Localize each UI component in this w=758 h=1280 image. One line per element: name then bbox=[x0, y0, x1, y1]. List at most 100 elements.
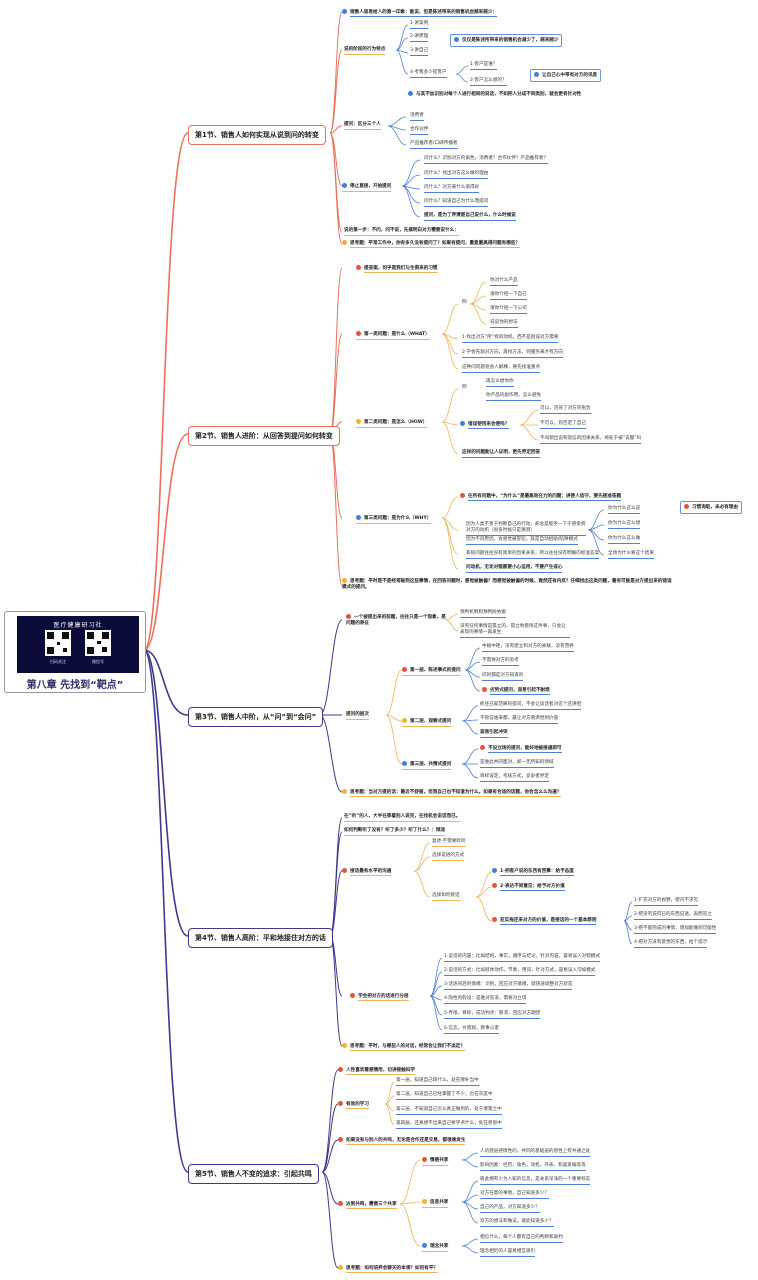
s4-topic-c[interactable]: 接话最有水平的沟通 bbox=[342, 868, 392, 876]
s2-how-example[interactable]: 例 bbox=[462, 385, 467, 390]
s5-d1[interactable]: 情感共享 bbox=[422, 1157, 449, 1166]
s2-topic-a[interactable]: 提答案，何乎是我们与生俱来的习惯 bbox=[356, 265, 438, 273]
s2-what-n2[interactable]: 2·学会先观对方向，再找方法，则服务来才有方向 bbox=[462, 350, 563, 358]
s1-b4-note[interactable]: 让自己心中带有对方的讯息 bbox=[530, 69, 602, 82]
s3-question[interactable]: 思考题：当对方提的话：最近不舒服，但我自己也不知道为什么。如果有合适的话题，你会… bbox=[342, 789, 562, 797]
s5-d2[interactable]: 信息共享 bbox=[422, 1199, 449, 1208]
s1-b4b[interactable]: 2·客户怎么想的？ bbox=[470, 78, 507, 86]
s4-d2[interactable]: 2·说话的方式：比如肢体动作，节奏，用词，针对方式，容易误入沟如模式 bbox=[444, 968, 596, 976]
s3-l1b[interactable]: 不需要对方的思考 bbox=[482, 658, 519, 666]
s4-topic-a[interactable]: 在“听”的人，大半在等着别人说完，在找机会说话而已。 bbox=[344, 814, 461, 822]
s1-e2[interactable]: 问什么？找出对方这么做的理由 bbox=[424, 171, 489, 179]
s2-question[interactable]: 思考题：平时是不是经常碰到这些事情，在回答问题时，感觉被触偏？而感觉被触偏的时候… bbox=[342, 578, 672, 590]
s5-d3b[interactable]: 理念相近的人容易相互吸引 bbox=[480, 1249, 536, 1257]
s5-d3a[interactable]: 相信什么，每个人都有自己的判断和裁判 bbox=[480, 1235, 563, 1243]
s1-e4[interactable]: 问什么？知道自己为什么而提问 bbox=[424, 199, 489, 207]
s5-d1a[interactable]: 人的底层感情性的，共同的基础层的感性上有共通之处 bbox=[480, 1149, 591, 1157]
s5-b4[interactable]: 第四层，还真想不出来自己要学点什么，处在感恩中 bbox=[396, 1121, 502, 1129]
s3-l3a[interactable]: 不设立场的提问，能好地被接通即可 bbox=[480, 745, 562, 753]
s3-l3c[interactable]: 目标设定，考核方式，竞争者界定 bbox=[480, 774, 549, 782]
s2-why-a[interactable]: 在所有问题中，“为什么”是最高效在力的问题：讲使人信守，要先接准答题 bbox=[460, 493, 622, 501]
s4-c2[interactable]: 选择说进的方式 bbox=[432, 853, 465, 861]
s5-d2c[interactable]: 自己的产品，对方知道多少？ bbox=[480, 1205, 540, 1213]
s2-why-b3[interactable]: 你为什么这么做 bbox=[608, 536, 641, 544]
s4-d5[interactable]: 5·界限，目标，成功判点：愿凛，回应对方期望 bbox=[444, 1011, 541, 1019]
s1-b2[interactable]: 2·讲原理 bbox=[410, 34, 429, 42]
s5-topic-b[interactable]: 有效的学习 bbox=[338, 1101, 369, 1109]
s5-b3[interactable]: 第三层，不知道自己怎么真正做到的，处于增量之中 bbox=[396, 1107, 502, 1115]
s4-c1[interactable]: 复述·不需要聆听 bbox=[432, 839, 466, 847]
s1-b4[interactable]: 4·考我多少提客户 bbox=[410, 70, 447, 78]
s5-d3[interactable]: 理念共享 bbox=[422, 1243, 449, 1252]
s5-topic-d[interactable]: 达到共鸣，需要三个共享 bbox=[338, 1201, 397, 1209]
s2-what[interactable]: 第一类问题：是什么（WHAT） bbox=[356, 331, 430, 340]
s2-what-n1[interactable]: 1·找出对方“所”找的动机，西不是假设对方需要 bbox=[462, 335, 559, 343]
s2-why-b4[interactable]: 全场为什么要这个结果 bbox=[608, 551, 654, 559]
s3-a1[interactable]: 预判机制和预判防依据 bbox=[460, 610, 506, 618]
s2-how-e1[interactable]: 再怎么想你你 bbox=[486, 379, 514, 387]
s2-why-d[interactable]: 系统问题往往没有简单的因果关系，所以往往没有明确的标准答案 bbox=[466, 551, 600, 559]
s4-c3b[interactable]: 2·表达不同意见：给予对方价值 bbox=[492, 883, 565, 891]
central-topic[interactable]: 医疗健康研习社 扫码关注 微信号 第八章 先找到“靶点” bbox=[4, 611, 146, 693]
s5-d2d[interactable]: 双方的想法和做法，彼此知道多少？ bbox=[480, 1219, 554, 1227]
s3-topic-a[interactable]: 一个被提出来的前题，往往只是一个现象，是问题的表征 bbox=[346, 614, 446, 626]
s5-d2a[interactable]: 彼此拥有少为人知的信息，是关系深浅的一个重要标志 bbox=[480, 1177, 591, 1185]
s3-l1d[interactable]: 劣势式提问，容易引起不耐烦 bbox=[482, 687, 550, 695]
s1-topic-c[interactable]: 与其不加识别对每个人进行相同的说话，不如把人分成不同类别，就会更有针对性 bbox=[408, 91, 593, 98]
s2-how-q2[interactable]: 不可以，则否定了自己 bbox=[540, 421, 586, 429]
s2-why-b2[interactable]: 你为什么这么想 bbox=[608, 521, 641, 529]
s3-level-1[interactable]: 第一层、陈述事式的提问 bbox=[402, 667, 461, 676]
s4-topic-d[interactable]: 学会把对方的话进行分层 bbox=[350, 993, 409, 1001]
s4-c3c1[interactable]: 1·扩充对方的视野，使闪不求见 bbox=[634, 898, 699, 906]
s2-how-e2[interactable]: 你产品的副作用，怎么避免 bbox=[486, 393, 542, 401]
s5-b1[interactable]: 第一层，知道自己缺什么，处在哪补当中 bbox=[396, 1078, 479, 1086]
s3-l1a[interactable]: 中规中矩，没有建立和对方的关联，没有营养 bbox=[482, 644, 574, 652]
s1-d2[interactable]: 合作伙伴 bbox=[410, 127, 429, 135]
s2-why-b[interactable]: 因为人类不善于判断自己的行动，却总是能罗一下于感受到对方的动机（很多时候只是猜测… bbox=[466, 522, 586, 536]
s2-why-b1[interactable]: 你为什么这么说 bbox=[608, 506, 641, 514]
s4-d3[interactable]: 3·话语背后的情绪：识别，回应对方情绪，就快速调整对方状态 bbox=[444, 982, 573, 990]
s1-e5[interactable]: 提问，是为了弄清楚自己说什么，什么时候说 bbox=[424, 213, 516, 221]
s2-what-e1[interactable]: 你对什么产品 bbox=[490, 278, 518, 286]
s5-topic-a[interactable]: 人性喜欢看感情用，切讲接触科学 bbox=[338, 1067, 415, 1075]
section-1-node[interactable]: 第1节、销售人如何实现从说到问的转变 bbox=[188, 125, 326, 145]
s3-level-2[interactable]: 第二层、观察式提问 bbox=[402, 718, 452, 727]
s2-why[interactable]: 第三类问题：是为什么（WHY） bbox=[356, 515, 432, 524]
s1-topic-e[interactable]: 停止直接，开始提问 bbox=[342, 183, 392, 192]
s1-b-note[interactable]: 仅仅是陈述所带来的销售机会减少了，越来越少 bbox=[450, 34, 563, 47]
s4-d1[interactable]: 1·说话的内容：比如结构，事实，顺序与结论，针对内容，容易误入对错模式 bbox=[444, 954, 600, 962]
s2-how-question[interactable]: 错误使用来会使吗？ bbox=[460, 421, 510, 429]
s3-l2b[interactable]: 不管答谁来都，最让对方增添觉到价值 bbox=[480, 716, 559, 724]
s5-d2b[interactable]: 对方在意的事情，自己知道多少？ bbox=[480, 1191, 549, 1199]
s1-question[interactable]: 思考题：平常工作中，你有多久没有提问了？如果有提问，重复最高得问题有哪些？ bbox=[342, 240, 520, 248]
s4-d6[interactable]: 6·信念，价值观，教事公害 bbox=[444, 1026, 499, 1034]
s4-c3c4[interactable]: 4·把对方没有意觉的东西，给个提示 bbox=[634, 940, 708, 948]
s3-l3b[interactable]: 是谁此共同面对，却一无所知的领域 bbox=[480, 760, 554, 768]
s2-what-e4[interactable]: 说说你的想法 bbox=[490, 320, 518, 328]
s2-what-n3[interactable]: 这种问问题语会人解释，要先找准重点 bbox=[462, 365, 541, 373]
s4-d4[interactable]: 4·隐性的假设：是谁对答没，需要对立场 bbox=[444, 996, 527, 1004]
section-5-node[interactable]: 第5节、销售人不变的追求：引起共鸣 bbox=[188, 1164, 319, 1184]
s4-c3a[interactable]: 1·把客户说的东西有回事：给予态度 bbox=[492, 868, 574, 876]
s4-c3c[interactable]: 亚实拖还来对方的价值，是接话的一个基本原则 bbox=[492, 917, 597, 925]
s2-what-e2[interactable]: 请你介绍一下自己 bbox=[490, 292, 527, 300]
s5-d1b[interactable]: 影响因素：经历，角色，动机，外表，和喜爱偏等等 bbox=[480, 1163, 586, 1171]
s2-how-note[interactable]: 这样的问题能让人证明，更先界定回答 bbox=[462, 450, 541, 458]
s1-b3[interactable]: 3·讲自己 bbox=[410, 48, 429, 56]
s4-c3c3[interactable]: 3·把不能完成的事情，增加能做到可能性 bbox=[634, 926, 717, 934]
s1-b1[interactable]: 1·讲案例 bbox=[410, 21, 429, 29]
s3-level-3[interactable]: 第三层、共情式提问 bbox=[402, 761, 452, 770]
s4-c3[interactable]: 选择如何接话 bbox=[432, 893, 460, 901]
s1-d3[interactable]: 产品推荐者/口碑传播者 bbox=[410, 141, 458, 149]
s2-why-e[interactable]: 问动机，无论对错都要小心运用，不要产生戒心 bbox=[466, 565, 563, 573]
s1-e3[interactable]: 问什么？对方来什么值得好 bbox=[424, 185, 480, 193]
s5-b2[interactable]: 第二层，知道自己已经掌握了不少，也在灰度中 bbox=[396, 1092, 493, 1100]
s1-topic-a[interactable]: 销售人容易给人的第一印象：能说，但是陈述带来的销售机会越来越少： bbox=[342, 9, 498, 17]
s2-how-q3[interactable]: 不叫销出说和谐信的因果关系，将处于被“说服”吗 bbox=[540, 436, 642, 444]
s1-topic-f[interactable]: 说的第一步：不问，问不说，先搞明白对方需要说什么： bbox=[344, 228, 459, 236]
s3-topic-b[interactable]: 提问的层次 bbox=[346, 712, 369, 720]
s4-c3c2[interactable]: 2·把没有说得已的东西说透，表而答之 bbox=[634, 912, 712, 920]
s2-how-q1[interactable]: 可以，违背了对方的抱负 bbox=[540, 406, 591, 414]
s3-a2[interactable]: 没有任何事情是孤立的，孤立地看待这件事，只会让表现的事情一再发生 bbox=[460, 624, 570, 638]
s2-how[interactable]: 第二类问题：是怎么（HOW） bbox=[356, 419, 428, 428]
